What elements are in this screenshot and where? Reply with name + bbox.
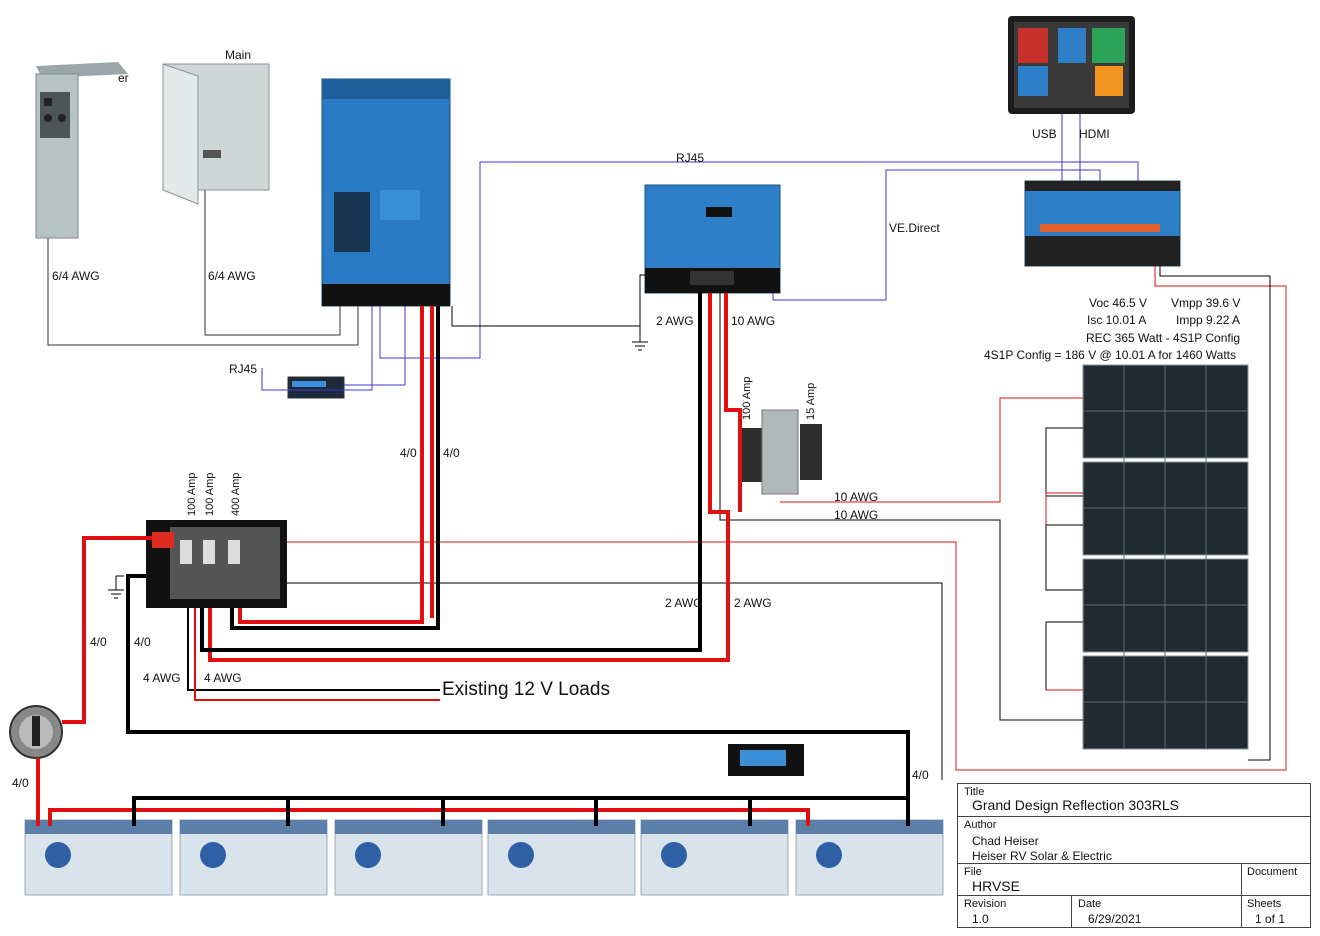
- fuse-busbar-block: [146, 520, 287, 608]
- cerbo-gx: [1024, 180, 1181, 267]
- battery-3: [334, 819, 483, 896]
- panel-series-wires: [287, 266, 1287, 771]
- document-heading: Document: [1247, 866, 1298, 878]
- main-breaker-panel: [162, 63, 270, 205]
- load-wires: [187, 608, 440, 701]
- author-company: Heiser RV Solar & Electric: [972, 849, 1112, 863]
- date-value: 6/29/2021: [1088, 912, 1142, 926]
- awg10-label-panel-pos: 10 AWG: [834, 490, 879, 504]
- author-name: Chad Heiser: [972, 834, 1039, 848]
- awg2-label-pos: 2 AWG: [734, 596, 772, 610]
- awg4-label-pos: 4 AWG: [204, 671, 242, 685]
- awg2-label-mppt: 2 AWG: [656, 314, 694, 328]
- battery-monitor-shunt-top: [287, 376, 345, 399]
- revision-heading: Revision: [964, 898, 1007, 910]
- title-heading: Title: [964, 786, 985, 798]
- drawing-title: Grand Design Reflection 303RLS: [972, 797, 1180, 813]
- rj45-label-left: RJ45: [229, 362, 258, 376]
- awg4-label-neg: 4 AWG: [143, 671, 181, 685]
- file-name: HRVSE: [972, 878, 1020, 894]
- usb-label: USB: [1032, 127, 1057, 141]
- title-block: Title Grand Design Reflection 303RLS Aut…: [957, 783, 1311, 928]
- fuse-100amp-label-1: 100 Amp: [186, 472, 198, 516]
- spec-model: REC 365 Watt - 4S1P Config: [1086, 331, 1241, 345]
- awg-label-main: 6/4 AWG: [208, 269, 256, 283]
- battery-6: [795, 819, 944, 896]
- existing-loads-label: Existing 12 V Loads: [442, 679, 610, 700]
- ac-wires: [47, 190, 359, 346]
- hdmi-label: HDMI: [1079, 127, 1110, 141]
- revision-value: 1.0: [972, 912, 989, 926]
- mppt-charge-controller: [644, 184, 781, 294]
- author-heading: Author: [964, 819, 997, 831]
- battery-shunt-bottom: [728, 744, 804, 776]
- awg10-label-mppt: 10 AWG: [731, 314, 776, 328]
- file-heading: File: [964, 866, 982, 878]
- spec-vmpp: Vmpp 39.6 V: [1171, 296, 1241, 310]
- fuse-400amp-label: 400 Amp: [230, 472, 242, 516]
- awg40-label-c: 4/0: [90, 635, 107, 649]
- battery-2: [179, 819, 328, 896]
- battery-disconnect-switch: [9, 705, 63, 759]
- spec-impp: Impp 9.22 A: [1176, 313, 1241, 327]
- shore-power-pedestal: [35, 62, 128, 239]
- awg40-label-a: 4/0: [400, 446, 417, 460]
- awg-label-shore: 6/4 AWG: [52, 269, 100, 283]
- fuse-100amp-label-2: 100 Amp: [204, 472, 216, 516]
- comm-wires: [261, 114, 1139, 391]
- battery-1: [24, 819, 173, 896]
- awg40-label-f: 4/0: [912, 768, 929, 782]
- awg10-label-panel-neg: 10 AWG: [834, 508, 879, 522]
- sheets-value: 1 of 1: [1255, 912, 1286, 926]
- battery-5: [640, 819, 789, 896]
- battery-bank: [24, 819, 944, 896]
- battery-4: [487, 819, 636, 896]
- solar-panel-array: [1082, 364, 1249, 750]
- breaker-100amp-label: 100 Amp: [741, 376, 753, 420]
- battery-cable-neg: [126, 293, 910, 826]
- vedirect-label: VE.Direct: [889, 221, 940, 235]
- dc-breakers: [738, 409, 822, 495]
- awg2-label-neg: 2 AWG: [665, 596, 703, 610]
- main-label: Main: [225, 48, 252, 62]
- awg40-label-d: 4/0: [134, 635, 151, 649]
- spec-isc: Isc 10.01 A: [1087, 313, 1147, 327]
- rj45-label-top: RJ45: [676, 151, 705, 165]
- ground-wires: [108, 274, 1083, 780]
- sheets-heading: Sheets: [1247, 898, 1282, 910]
- gx-touch-display: [1008, 16, 1135, 114]
- awg40-label-b: 4/0: [443, 446, 460, 460]
- multiplus-inverter: [321, 78, 451, 307]
- breaker-15amp-label: 15 Amp: [805, 382, 817, 420]
- spec-voc: Voc 46.5 V: [1089, 296, 1148, 310]
- pedestal-label: er: [118, 71, 129, 85]
- awg40-label-e: 4/0: [12, 776, 29, 790]
- date-heading: Date: [1078, 898, 1102, 910]
- spec-config: 4S1P Config = 186 V @ 10.01 A for 1460 W…: [984, 348, 1237, 362]
